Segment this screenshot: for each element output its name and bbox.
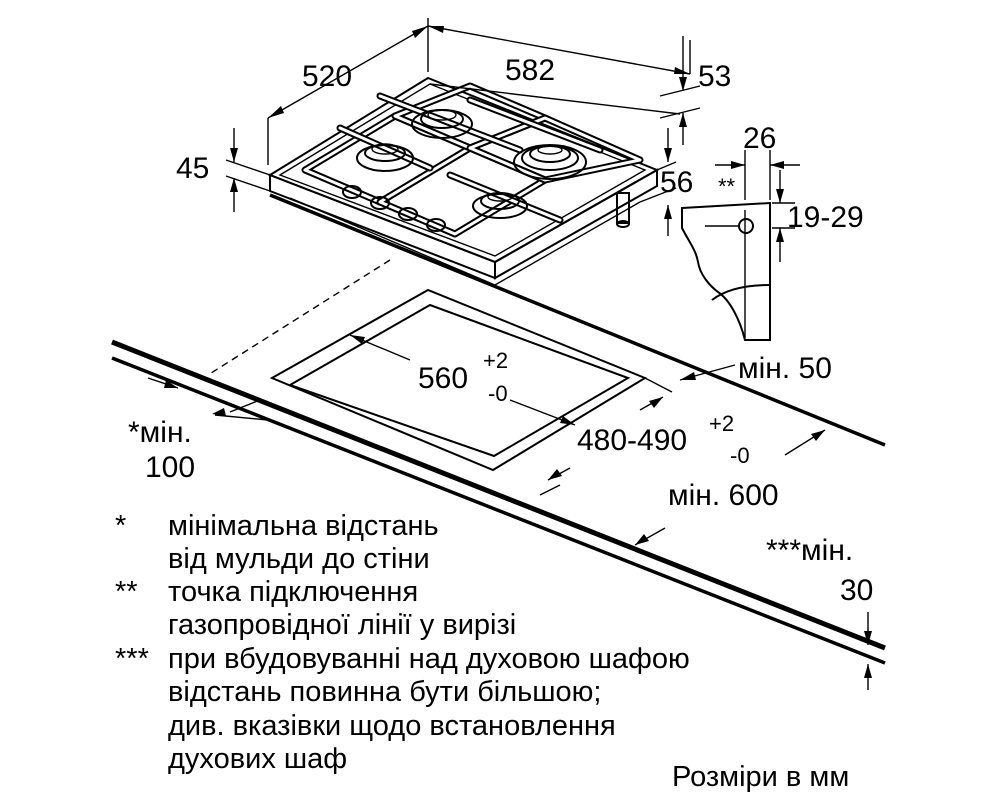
dim-min-100	[147, 377, 269, 421]
hob-plate-rim	[278, 83, 647, 257]
note-1-line-2: від мульди до стіни	[168, 543, 430, 575]
label-53: 53	[698, 60, 731, 93]
label-cutout-width: 560	[418, 362, 468, 395]
note-3-line-4: духових шаф	[168, 743, 347, 775]
note-3-mark: ***	[115, 643, 149, 675]
dim-min-30	[864, 612, 872, 690]
label-520: 520	[302, 60, 352, 93]
note-3-line-1: при вбудовуванні над духовою шафою	[168, 643, 690, 675]
label-connector-mark: **	[718, 174, 736, 199]
label-min-100-line2: 100	[145, 451, 195, 484]
label-26: 26	[743, 122, 776, 155]
gas-connection-point	[738, 218, 754, 234]
label-min-100-line1: *мін.	[128, 416, 192, 449]
dim-56	[639, 128, 677, 236]
note-2-mark: **	[115, 576, 138, 608]
hob-underbody	[289, 197, 641, 286]
dim-480-490	[539, 377, 673, 496]
burner-rear-right-wok	[513, 144, 587, 180]
label-582: 582	[505, 54, 555, 87]
worktop-profile-detail	[681, 150, 800, 341]
note-2-line-2: газопровідної лінії у вирізі	[168, 609, 516, 641]
note-1-mark: *	[115, 510, 126, 542]
label-19-29: 19-29	[787, 201, 864, 234]
burner-rear-left	[411, 109, 473, 139]
control-knobs	[342, 185, 446, 232]
label-min-600: мін. 600	[668, 479, 779, 512]
label-min-30-line2: 30	[840, 574, 873, 607]
worktop	[111, 193, 886, 665]
dim-560	[349, 334, 576, 426]
dim-min-50	[679, 364, 736, 381]
units-label: Розміри в мм	[672, 761, 849, 793]
dim-53	[429, 36, 701, 145]
note-3-line-2: відстань повинна бути більшою;	[168, 676, 602, 708]
hob-drawing	[267, 76, 660, 286]
label-cutout-depth: 480-490	[577, 424, 687, 457]
gas-connector	[616, 192, 630, 228]
label-cutout-depth-tol-plus: +2	[709, 411, 734, 436]
label-min-30-line1: ***мін.	[766, 534, 853, 567]
label-min-50: мін. 50	[738, 352, 832, 385]
label-cutout-width-tol-plus: +2	[483, 348, 508, 373]
note-3-line-3: див. вказівки щодо встановлення	[168, 710, 616, 742]
dim-582	[427, 25, 691, 75]
dim-min-600	[634, 429, 826, 546]
hob-projection-dashed	[207, 259, 391, 376]
label-cutout-width-tol-minus: -0	[488, 381, 508, 406]
label-56: 56	[660, 166, 693, 199]
note-1-line-1: мінімальна відстань	[168, 510, 439, 542]
note-2-line-1: точка підключення	[168, 576, 418, 608]
dim-520	[267, 18, 429, 165]
notes: * мінімальна відстань від мульди до стін…	[115, 510, 690, 775]
pan-support-grates	[301, 82, 644, 238]
dim-45	[225, 128, 271, 212]
burner-front-right	[472, 192, 528, 219]
label-45: 45	[176, 152, 209, 185]
label-cutout-depth-tol-minus: -0	[730, 443, 750, 468]
burner-front-left	[356, 143, 414, 172]
hob-right-face	[494, 168, 658, 280]
